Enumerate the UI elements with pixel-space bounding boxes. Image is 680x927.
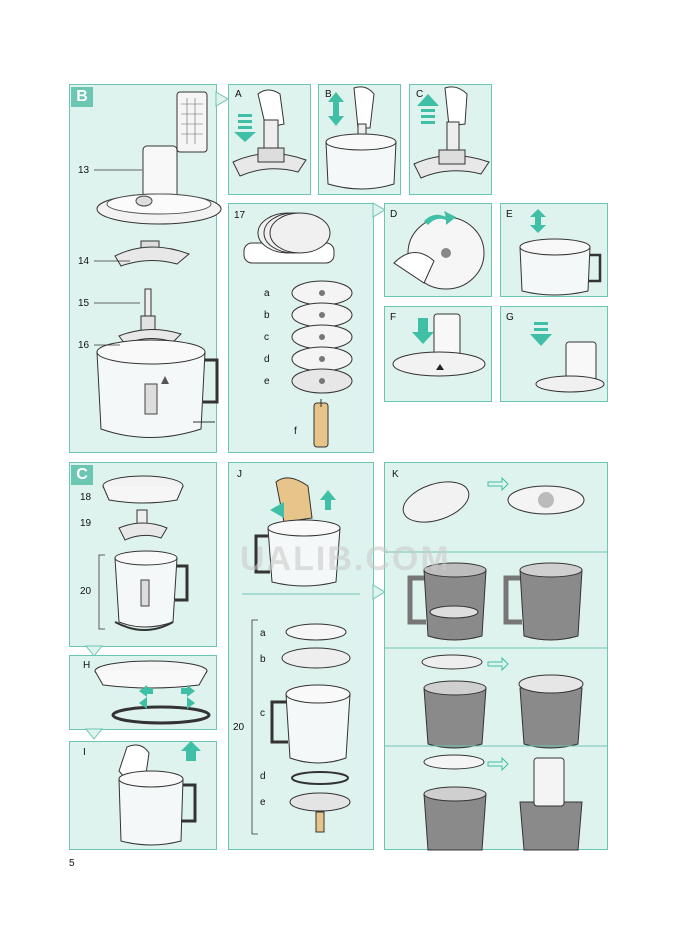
part-leader-lines [94, 169, 142, 346]
section-c-pointer [84, 645, 104, 657]
part-19-label: 19 [80, 518, 92, 529]
step-c-illustration [413, 86, 490, 179]
step-d-illustration [393, 211, 485, 290]
step-j-pointer [372, 584, 386, 600]
part-20-label: 20 [80, 586, 92, 597]
part-14-label: 14 [78, 256, 90, 267]
disc-holder-illustration [243, 212, 353, 448]
step-k-label: K [392, 469, 399, 480]
j-part-a-label: a [260, 628, 266, 639]
step-j-label: J [237, 469, 242, 480]
panel-17-connector [372, 202, 386, 218]
step-h-pointer [84, 728, 104, 740]
step-h-illustration [94, 660, 211, 725]
pusher-f-label: f [294, 426, 297, 437]
panel-17-number: 17 [234, 210, 246, 221]
j-part-b-label: b [260, 654, 266, 665]
j-number-label: 20 [233, 722, 245, 733]
step-b-illustration [325, 86, 397, 190]
part-18-label: 18 [80, 492, 92, 503]
step-g-label: G [506, 312, 514, 323]
step-k-panel [384, 462, 608, 850]
step-a-illustration [232, 89, 307, 177]
disc-d-label: d [264, 354, 270, 365]
step-f-label: F [390, 312, 397, 323]
page-number: 5 [69, 858, 75, 869]
step-e-illustration [519, 209, 602, 296]
step-k-illustration [384, 476, 608, 851]
step-j-illustration [242, 477, 360, 835]
part-15-label: 15 [78, 298, 90, 309]
step-e-label: E [506, 209, 513, 220]
step-i-label: I [83, 747, 86, 758]
step-c-label: C [416, 89, 424, 100]
section-c-illustration [102, 475, 189, 631]
section-b-illustration [96, 91, 222, 438]
disc-a-label: a [264, 288, 270, 299]
step-b-label: B [325, 89, 332, 100]
step-f-illustration [392, 313, 486, 377]
j-part-c-label: c [260, 708, 265, 719]
step-a-label: A [235, 89, 242, 100]
part-20-bracket [98, 554, 105, 630]
j-part-e-label: e [260, 797, 266, 808]
step-i-illustration [118, 741, 201, 846]
step-g-illustration [530, 322, 605, 393]
disc-e-label: e [264, 376, 270, 387]
section-b-title: B [71, 87, 93, 107]
disc-c-label: c [264, 332, 269, 343]
part-16-label: 16 [78, 340, 90, 351]
disc-b-label: b [264, 310, 270, 321]
step-h-label: H [83, 660, 91, 671]
step-d-label: D [390, 209, 398, 220]
j-part-d-label: d [260, 771, 266, 782]
pointer-arrow [215, 91, 229, 107]
watermark-text: UALIB.COM [240, 540, 451, 578]
section-c-title: C [71, 465, 93, 485]
part-13-label: 13 [78, 165, 90, 176]
